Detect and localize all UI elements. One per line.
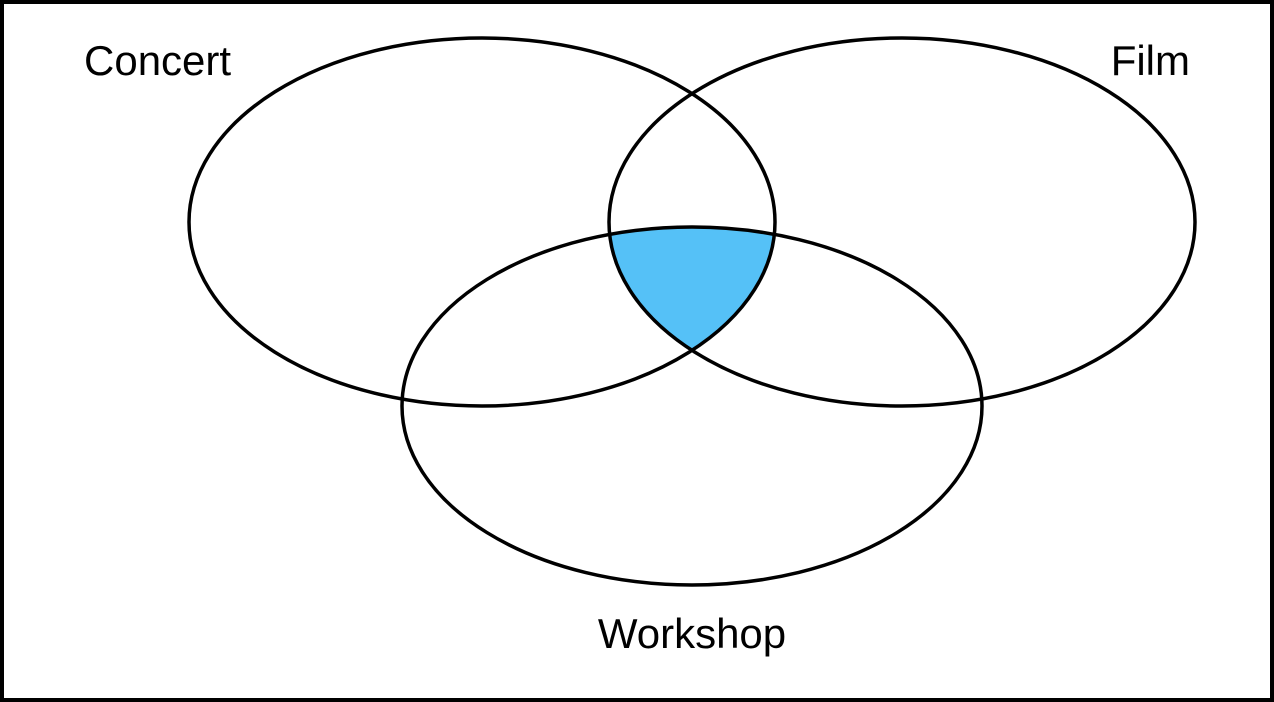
workshop-label: Workshop	[597, 610, 787, 657]
film-ellipse	[607, 36, 1197, 408]
workshop-ellipse	[400, 225, 984, 587]
venn-diagram	[187, 36, 1197, 587]
film-label: Film	[1110, 37, 1190, 84]
concert-label: Concert	[84, 37, 232, 84]
concert-ellipse	[187, 36, 777, 408]
